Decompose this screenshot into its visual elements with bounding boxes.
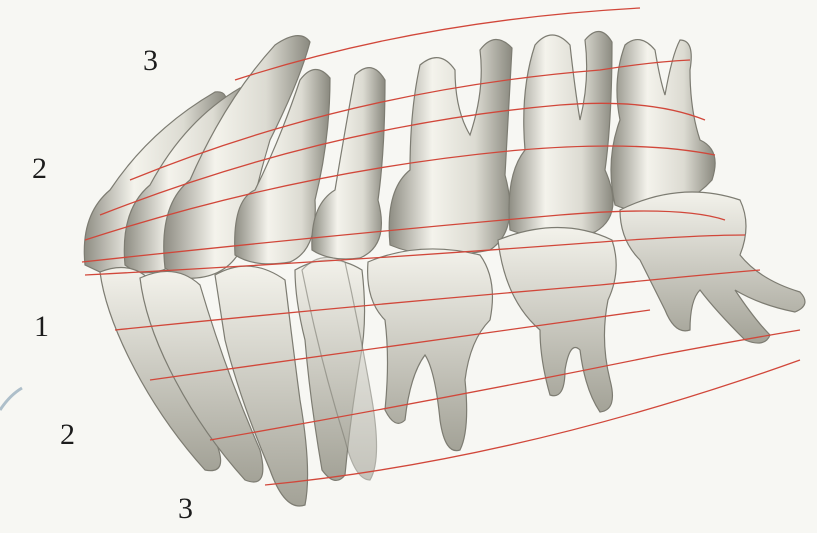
upper-teeth: [84, 31, 715, 278]
corner-accent-line: [0, 388, 22, 410]
upper-molar-1: [389, 39, 512, 254]
upper-molar-2: [509, 31, 613, 238]
label-center: 1: [34, 310, 49, 344]
lower-molar-3: [620, 192, 805, 343]
lower-molar-1: [368, 249, 493, 451]
label-lower-outer: 3: [178, 492, 193, 526]
label-upper-middle: 2: [32, 152, 47, 186]
label-lower-middle: 2: [60, 418, 75, 452]
label-upper-outer: 3: [143, 44, 158, 78]
upper-molar-3: [611, 40, 715, 211]
